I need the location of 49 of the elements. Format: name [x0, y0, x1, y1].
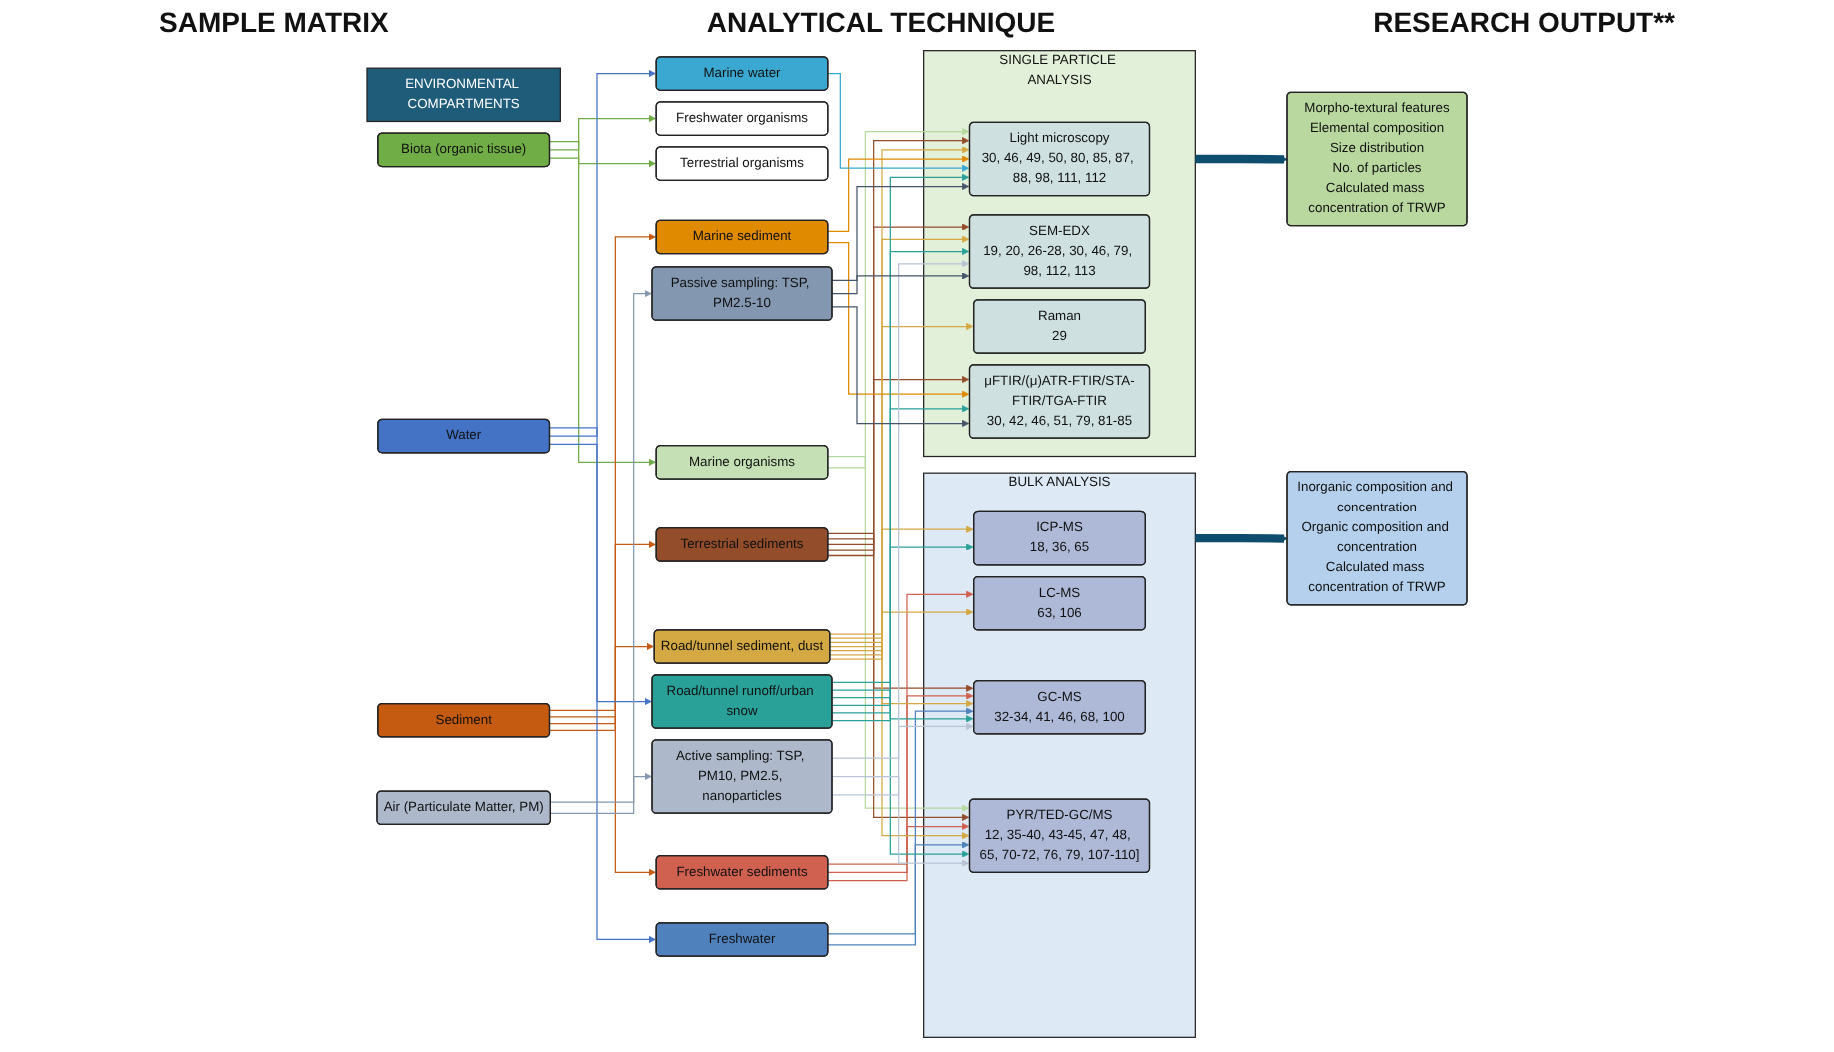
arrow: [829, 322, 974, 660]
column-heading: RESEARCH OUTPUT**: [1373, 6, 1675, 38]
arrow: [829, 235, 970, 656]
arrow: [827, 375, 970, 557]
arrow: [827, 692, 974, 873]
column-heading: SAMPLE MATRIX: [159, 6, 389, 38]
arrow: [827, 822, 970, 882]
column-heading: ANALYTICAL TECHNIQUE: [706, 6, 1056, 38]
arrow: [831, 697, 970, 858]
arrow: [549, 289, 652, 814]
arrow: [548, 716, 656, 876]
arrow: [549, 772, 652, 803]
arrow: [827, 590, 974, 865]
arrow: [831, 306, 970, 428]
arrow: [827, 223, 970, 551]
arrow: [548, 233, 656, 731]
arrow: [831, 182, 970, 281]
arrow: [548, 540, 656, 711]
arrow: [827, 707, 974, 935]
arrow: [548, 427, 656, 944]
arrow: [827, 155, 970, 232]
arrow: [831, 775, 970, 867]
arrow: [548, 69, 656, 437]
arrow: [827, 137, 970, 546]
arrow: [827, 241, 970, 398]
arrow: [829, 641, 974, 708]
arrow: [548, 157, 656, 168]
arrow: [548, 114, 656, 151]
arrow: [831, 173, 970, 706]
arrow: [548, 642, 654, 725]
arrow: [827, 538, 970, 821]
arrow: [831, 689, 974, 723]
arrow: [827, 127, 970, 469]
arrow: [829, 146, 970, 652]
arrow: [827, 72, 970, 172]
arrow: [548, 443, 652, 706]
block-arrow: [1195, 534, 1288, 543]
arrow: [829, 525, 974, 635]
arrow: [831, 272, 970, 295]
block-arrow: [1195, 154, 1288, 164]
arrow: [831, 405, 970, 722]
arrow: [829, 608, 974, 639]
arrow: [831, 722, 974, 759]
arrow: [548, 140, 656, 466]
arrow: [831, 247, 970, 714]
arrow: [831, 260, 970, 796]
arrow: [827, 841, 970, 946]
arrow: [827, 456, 970, 812]
arrow: [829, 645, 970, 840]
